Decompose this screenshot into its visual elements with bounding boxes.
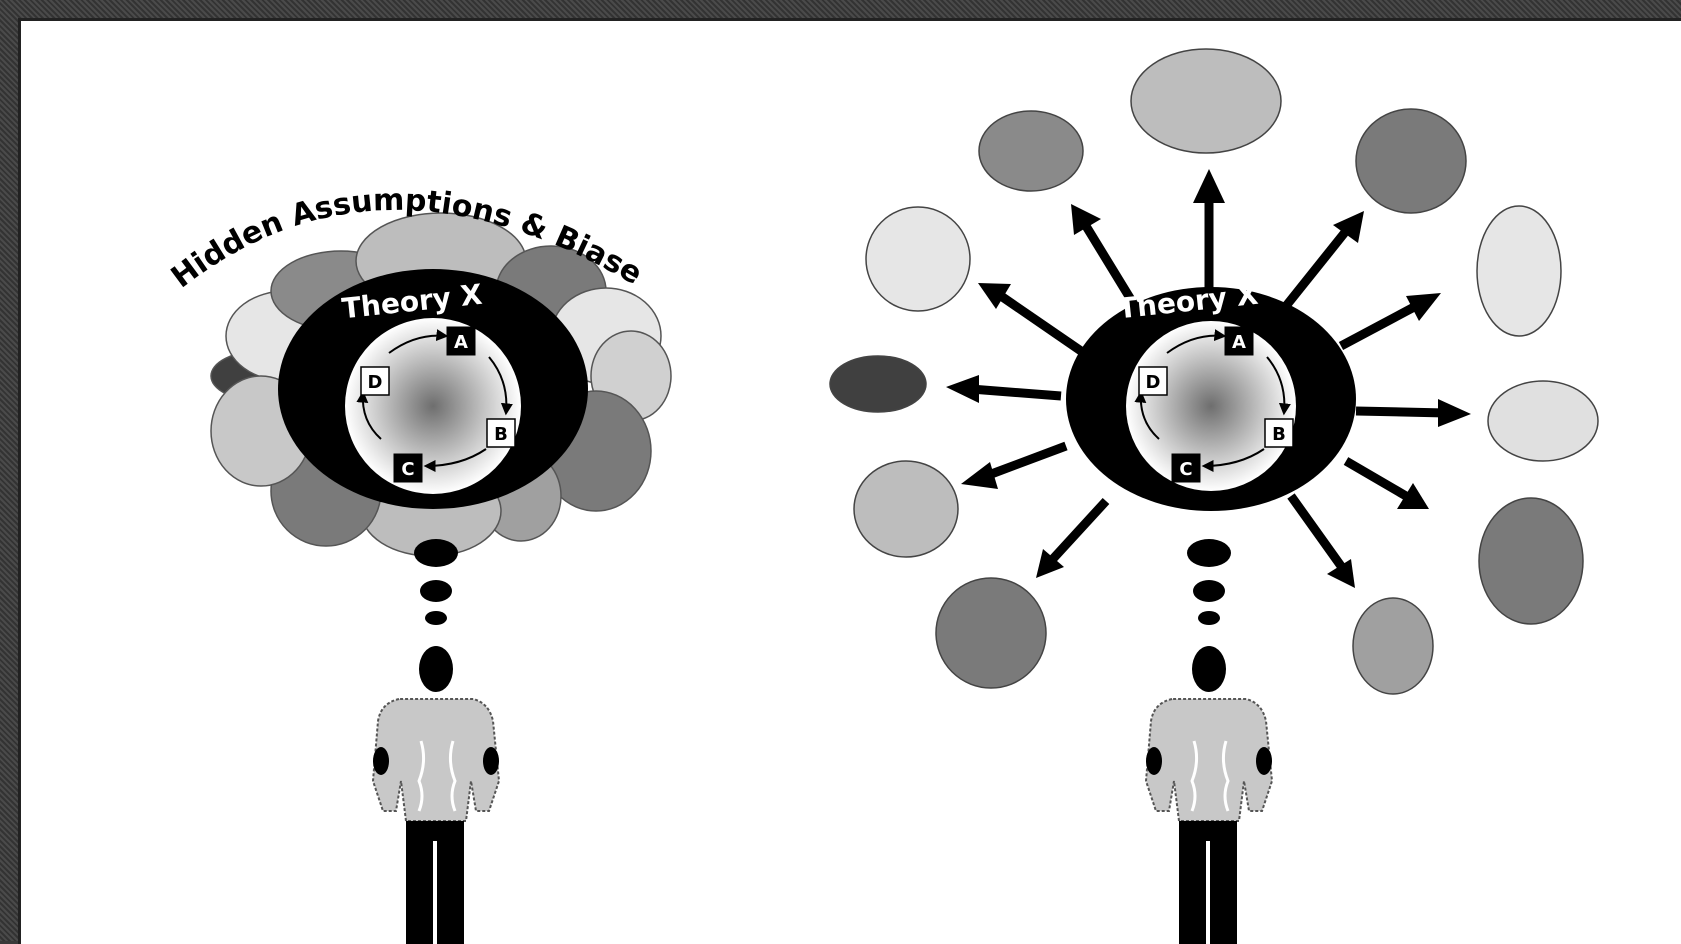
released-bubble — [1477, 206, 1561, 336]
person-sweater — [1146, 699, 1272, 821]
cycle-box-c: C — [394, 454, 422, 482]
person-figure — [1146, 646, 1272, 944]
cycle-label-c: C — [401, 459, 414, 480]
cycle-disk — [345, 318, 521, 494]
person-sweater — [373, 699, 499, 821]
person-figure — [373, 646, 499, 944]
cycle-label-d: D — [1146, 372, 1161, 393]
right-figure: Theory X A B C — [830, 49, 1598, 944]
thought-dots — [414, 539, 458, 625]
cycle-label-d: D — [368, 372, 383, 393]
cycle-box-b: B — [1265, 419, 1293, 447]
person-head — [419, 646, 453, 692]
thought-dots — [1187, 539, 1231, 625]
cycle-label-a: A — [454, 332, 468, 353]
released-bubble — [1479, 498, 1583, 624]
released-bubble — [830, 356, 926, 412]
released-bubble — [1131, 49, 1281, 153]
released-bubble — [1353, 598, 1433, 694]
released-bubble — [1488, 381, 1598, 461]
diagram-svg: Hidden Assumptions & Biases Theory X — [21, 21, 1681, 944]
cycle-label-a: A — [1232, 332, 1246, 353]
released-bubble — [936, 578, 1046, 688]
released-bubble — [866, 207, 970, 311]
cycle-box-d: D — [361, 367, 389, 395]
cycle-box-d: D — [1139, 367, 1167, 395]
left-figure: Hidden Assumptions & Biases Theory X — [21, 21, 671, 944]
cycle-box-a: A — [1225, 327, 1253, 355]
released-bubble — [1356, 109, 1466, 213]
cycle-label-b: B — [494, 424, 508, 445]
released-bubble — [979, 111, 1083, 191]
cycle-box-c: C — [1172, 454, 1200, 482]
person-head — [1192, 646, 1226, 692]
released-bubble — [854, 461, 958, 557]
diagram-canvas: Hidden Assumptions & Biases Theory X — [18, 18, 1681, 944]
cycle-label-c: C — [1179, 459, 1192, 480]
cycle-box-a: A — [447, 327, 475, 355]
cycle-box-b: B — [487, 419, 515, 447]
cycle-label-b: B — [1272, 424, 1286, 445]
